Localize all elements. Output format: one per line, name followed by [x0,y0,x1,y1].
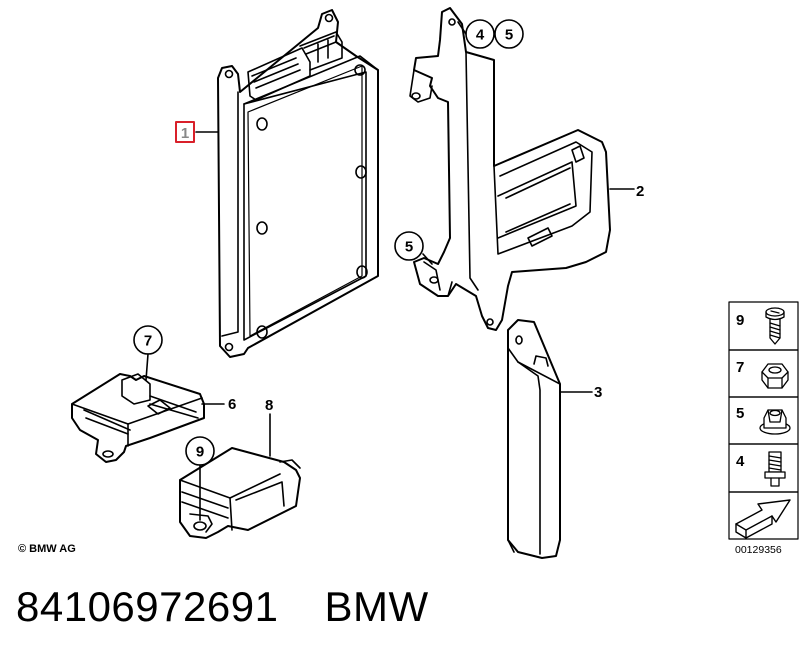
diagram-number: 00129356 [735,544,782,556]
part-label-6[interactable]: 6 [228,396,236,413]
screw-icon [765,307,785,345]
leader-line-5 [422,253,433,265]
callout-circle-9: 9 [185,436,215,466]
small-sensor-part [179,447,301,539]
callout-circle-5-mid: 5 [394,231,424,261]
hardware-legend: 9 7 5 4 [728,301,799,540]
sensor-bracket-part [71,373,205,463]
legend-number-5: 5 [736,405,744,422]
part-caption: 84106972691 BMW [16,583,429,631]
direction-arrow-icon [735,499,791,539]
long-bracket-part [507,319,561,559]
callout-circle-4: 4 [465,19,495,49]
stud-bolt-icon [764,451,786,487]
leader-line-4 [457,21,467,35]
brand-name: BMW [324,583,429,630]
copyright-notice: © BMW AG [18,543,76,555]
callout-label-9: 9 [196,444,204,461]
legend-number-4: 4 [736,453,745,470]
callout-circle-7: 7 [133,325,163,355]
legend-number-7: 7 [736,359,744,376]
part-label-3[interactable]: 3 [594,384,602,401]
part-label-8[interactable]: 8 [265,397,273,414]
part-label-1[interactable]: 1 [181,125,189,142]
callout-circle-5-top: 5 [494,19,524,49]
highlight-box-part-1 [175,121,195,143]
control-module-part [217,9,379,358]
mounting-bracket-part [409,7,611,331]
callout-label-7: 7 [144,333,152,350]
legend-number-9: 9 [736,312,744,329]
hex-nut-icon [761,363,789,389]
callout-label-4: 4 [476,27,485,44]
callout-label-5-mid: 5 [405,239,413,256]
leader-line-7 [145,353,149,381]
flange-nut-icon [759,409,791,435]
part-label-2[interactable]: 2 [636,183,644,200]
callout-label-5: 5 [505,27,513,44]
legend-cell-arrow [728,491,799,540]
part-number: 84106972691 [16,583,279,630]
